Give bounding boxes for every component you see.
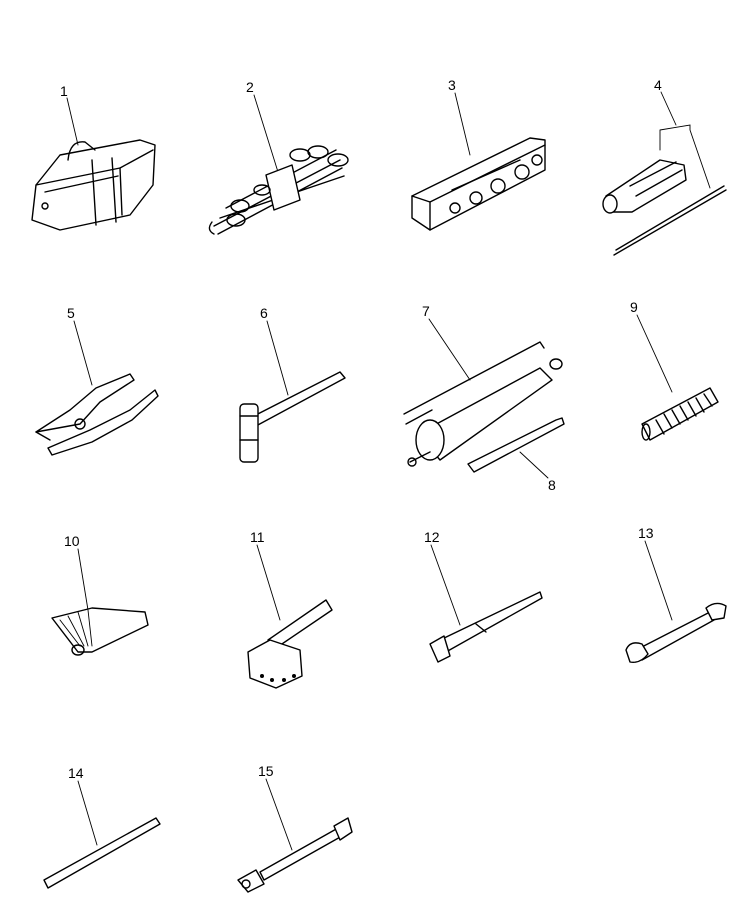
part-label-5: 5 <box>67 305 75 321</box>
part-label-15: 15 <box>258 763 274 779</box>
part-hammer: 6 <box>239 305 346 463</box>
part-grease-gun-nozzle: 8 <box>467 417 565 493</box>
part-wrench-set: 2 <box>208 79 349 235</box>
part-label-6: 6 <box>260 305 268 321</box>
part-label-7: 7 <box>422 303 430 319</box>
part-label-1: 1 <box>60 83 68 99</box>
part-label-11: 11 <box>250 529 265 545</box>
part-socket-wrench: 15 <box>237 763 353 893</box>
part-open-end-wrench: 13 <box>625 525 727 664</box>
part-label-2: 2 <box>246 79 254 95</box>
part-label-4: 4 <box>654 77 662 93</box>
part-label-10: 10 <box>64 533 80 549</box>
part-tool-bag: 1 <box>31 83 156 231</box>
part-socket-set-box: 3 <box>411 77 546 231</box>
part-grease-gun: 7 <box>403 303 563 467</box>
part-pliers: 5 <box>35 305 159 456</box>
part-label-12: 12 <box>424 529 440 545</box>
part-label-14: 14 <box>68 765 84 781</box>
part-label-3: 3 <box>448 77 456 93</box>
part-feeler-gauge: 10 <box>51 533 149 656</box>
part-bar: 14 <box>43 765 161 889</box>
part-label-13: 13 <box>638 525 654 541</box>
part-label-8: 8 <box>548 477 556 493</box>
part-screwdriver: 4 <box>602 77 727 256</box>
part-pry-bar: 12 <box>424 529 543 663</box>
part-label-9: 9 <box>630 299 638 315</box>
part-filter-wrench: 11 <box>247 529 333 689</box>
part-spring: 9 <box>630 299 719 441</box>
